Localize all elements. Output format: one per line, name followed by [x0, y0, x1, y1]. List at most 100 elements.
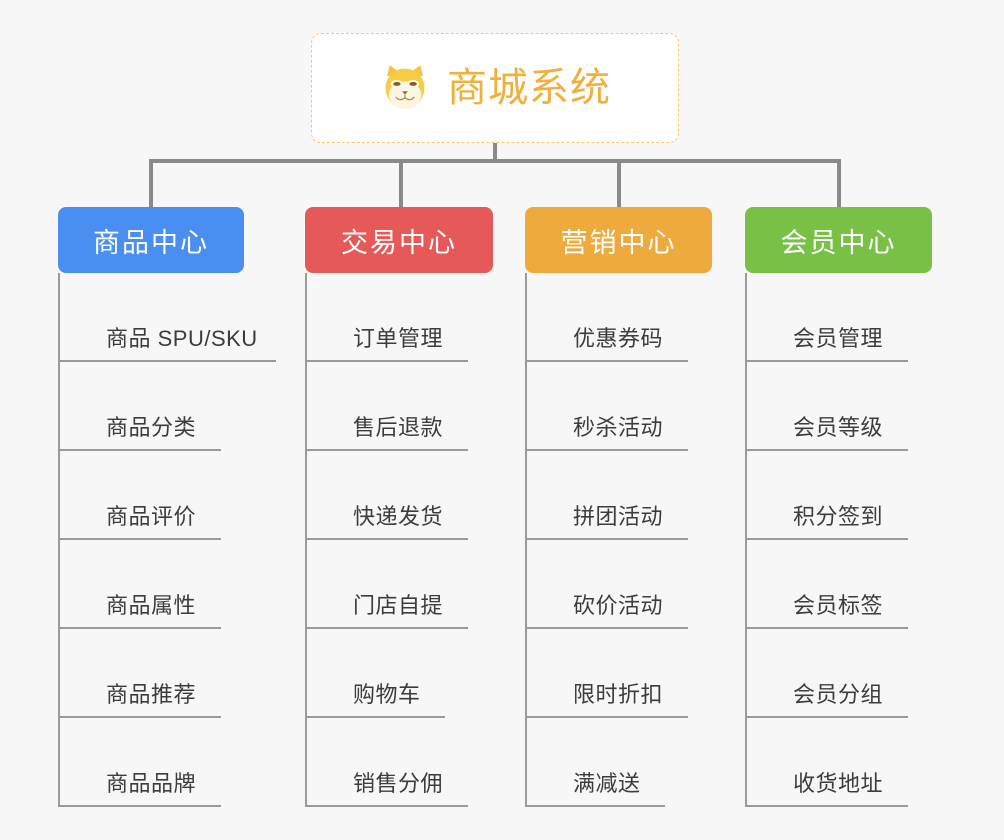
list-item-label: 积分签到	[793, 504, 884, 529]
list-item-label: 商品评价	[106, 504, 197, 529]
branch-items-list: 订单管理 售后退款 快递发货 门店自提 购物车 销售分佣	[305, 273, 493, 807]
list-item-label: 订单管理	[353, 326, 444, 351]
list-item[interactable]: 满减送	[525, 718, 712, 807]
list-item-rule	[305, 627, 468, 629]
connector-drop-2	[399, 159, 403, 209]
list-item[interactable]: 商品评价	[58, 451, 244, 540]
list-item[interactable]: 秒杀活动	[525, 362, 712, 451]
list-item[interactable]: 积分签到	[745, 451, 932, 540]
branch-member-center: 会员中心 会员管理 会员等级 积分签到 会员标签 会员分组	[745, 207, 932, 807]
list-item[interactable]: 购物车	[305, 629, 493, 718]
list-item[interactable]: 门店自提	[305, 540, 493, 629]
list-item-rule	[745, 716, 908, 718]
branch-header-marketing-center[interactable]: 营销中心	[525, 207, 712, 273]
list-item-label: 限时折扣	[573, 682, 664, 707]
branch-header-trade-center[interactable]: 交易中心	[305, 207, 493, 273]
list-item[interactable]: 商品品牌	[58, 718, 244, 807]
branch-items-list: 商品 SPU/SKU 商品分类 商品评价 商品属性 商品推荐 商品品牌	[58, 273, 276, 807]
branch-spine	[525, 273, 527, 807]
branch-spine	[58, 273, 60, 807]
branch-header-label: 交易中心	[341, 227, 457, 258]
branch-header-label: 会员中心	[780, 227, 897, 258]
list-item[interactable]: 砍价活动	[525, 540, 712, 629]
list-item-label: 销售分佣	[353, 771, 444, 796]
list-item-rule	[525, 627, 688, 629]
list-item-label: 商品 SPU/SKU	[106, 326, 258, 351]
list-item-label: 砍价活动	[573, 593, 664, 618]
list-item[interactable]: 商品 SPU/SKU	[58, 273, 276, 362]
list-item-rule	[58, 805, 221, 807]
list-item[interactable]: 商品属性	[58, 540, 244, 629]
list-item-label: 售后退款	[353, 415, 444, 440]
list-item-rule	[745, 360, 908, 362]
list-item[interactable]: 售后退款	[305, 362, 493, 451]
list-item-label: 商品属性	[106, 593, 197, 618]
list-item-label: 会员管理	[793, 326, 884, 351]
connector-drop-4	[837, 159, 841, 209]
connector-horizontal-bus	[149, 159, 841, 163]
root-node[interactable]: 商城系统	[311, 33, 679, 143]
list-item[interactable]: 优惠券码	[525, 273, 712, 362]
list-item-rule	[305, 716, 445, 718]
list-item-rule	[58, 449, 221, 451]
list-item-rule	[525, 716, 688, 718]
list-item-label: 会员分组	[793, 682, 884, 707]
branch-marketing-center: 营销中心 优惠券码 秒杀活动 拼团活动 砍价活动 限时折扣	[525, 207, 712, 807]
list-item[interactable]: 会员标签	[745, 540, 932, 629]
connector-root-stem	[493, 143, 497, 161]
list-item[interactable]: 拼团活动	[525, 451, 712, 540]
list-item-label: 快递发货	[353, 504, 444, 529]
list-item-rule	[745, 805, 908, 807]
list-item-rule	[525, 538, 688, 540]
branch-header-product-center[interactable]: 商品中心	[58, 207, 244, 273]
list-item[interactable]: 销售分佣	[305, 718, 493, 807]
branch-items-list: 会员管理 会员等级 积分签到 会员标签 会员分组 收货地址	[745, 273, 932, 807]
list-item-rule	[305, 449, 468, 451]
list-item-rule	[305, 538, 468, 540]
branch-header-member-center[interactable]: 会员中心	[745, 207, 932, 273]
list-item-label: 购物车	[353, 682, 421, 707]
list-item[interactable]: 收货地址	[745, 718, 932, 807]
list-item[interactable]: 商品分类	[58, 362, 244, 451]
list-item-rule	[525, 805, 665, 807]
list-item-rule	[58, 538, 221, 540]
list-item-label: 收货地址	[793, 771, 884, 796]
list-item[interactable]: 订单管理	[305, 273, 493, 362]
list-item[interactable]: 会员管理	[745, 273, 932, 362]
list-item-rule	[525, 360, 688, 362]
list-item-label: 商品品牌	[106, 771, 197, 796]
list-item-rule	[305, 360, 468, 362]
list-item[interactable]: 商品推荐	[58, 629, 244, 718]
branch-spine	[745, 273, 747, 807]
list-item-rule	[305, 805, 468, 807]
list-item-rule	[745, 449, 908, 451]
branch-header-label: 商品中心	[93, 227, 209, 258]
list-item-rule	[525, 449, 688, 451]
list-item-label: 会员标签	[793, 593, 884, 618]
root-title: 商城系统	[447, 66, 611, 110]
list-item[interactable]: 会员等级	[745, 362, 932, 451]
list-item-rule	[58, 360, 276, 362]
list-item-label: 商品分类	[106, 415, 197, 440]
list-item-label: 满减送	[573, 771, 641, 796]
list-item-rule	[745, 538, 908, 540]
list-item[interactable]: 会员分组	[745, 629, 932, 718]
branch-trade-center: 交易中心 订单管理 售后退款 快递发货 门店自提 购物车	[305, 207, 493, 807]
branch-product-center: 商品中心 商品 SPU/SKU 商品分类 商品评价 商品属性 商品推荐	[58, 207, 276, 807]
connector-drop-1	[149, 159, 153, 209]
branch-spine	[305, 273, 307, 807]
list-item-rule	[745, 627, 908, 629]
list-item-label: 商品推荐	[106, 682, 197, 707]
list-item-rule	[58, 716, 221, 718]
connector-drop-3	[617, 159, 621, 209]
shiba-dog-emoji	[385, 65, 425, 110]
list-item-label: 会员等级	[793, 415, 884, 440]
list-item[interactable]: 快递发货	[305, 451, 493, 540]
branch-header-label: 营销中心	[560, 227, 677, 258]
list-item-label: 门店自提	[353, 593, 444, 618]
list-item-label: 拼团活动	[573, 504, 664, 529]
list-item[interactable]: 限时折扣	[525, 629, 712, 718]
list-item-label: 优惠券码	[573, 326, 664, 351]
list-item-label: 秒杀活动	[573, 415, 664, 440]
